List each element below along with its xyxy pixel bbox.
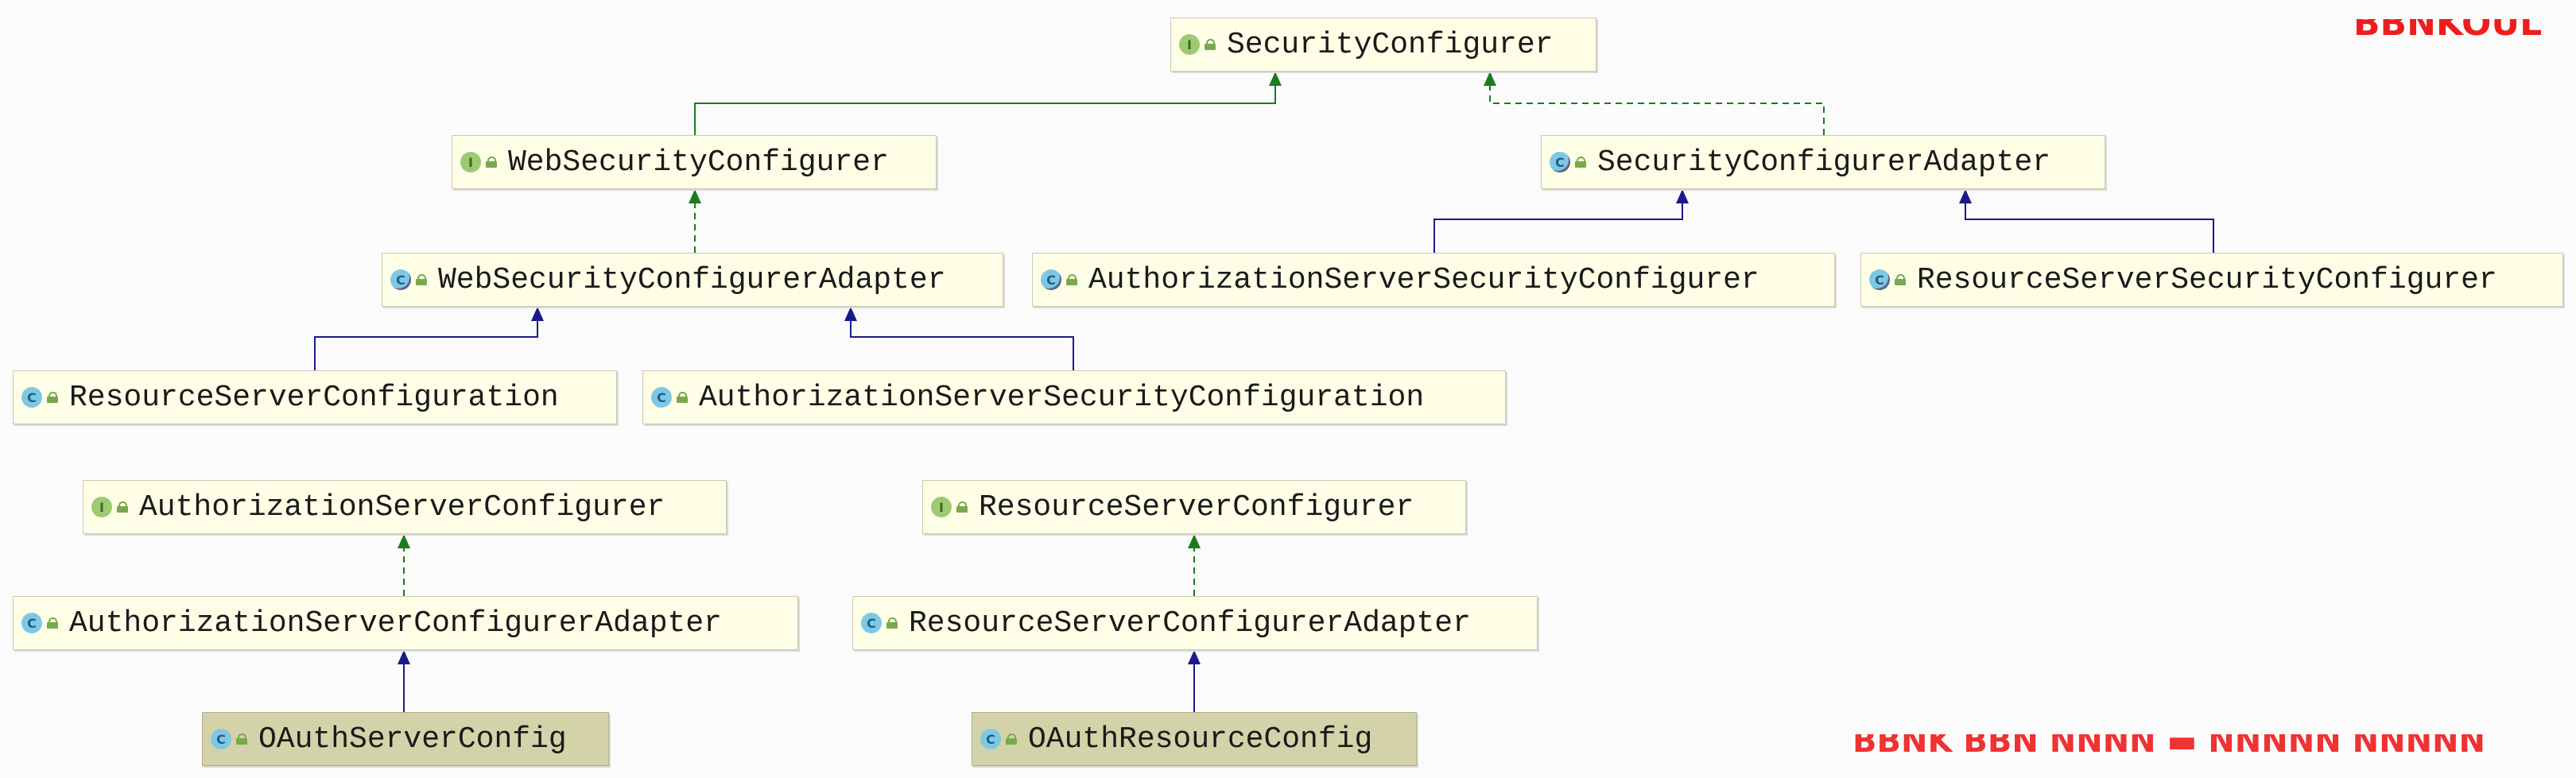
public-visibility-icon (117, 501, 128, 513)
node-label: WebSecurityConfigurer (508, 145, 889, 180)
node-authorization-server-security-configurer[interactable]: C AuthorizationServerSecurityConfigurer (1032, 253, 1835, 307)
node-label: AuthorizationServerSecurityConfigurer (1088, 262, 1759, 297)
node-label: SecurityConfigurerAdapter (1597, 145, 2051, 180)
abstract-class-icon: C (390, 269, 411, 290)
node-resource-server-configurer[interactable]: I ResourceServerConfigurer (922, 480, 1466, 534)
public-visibility-icon (1895, 274, 1906, 285)
public-visibility-icon (1575, 157, 1586, 168)
public-visibility-icon (486, 157, 497, 168)
node-label: OAuthResourceConfig (1028, 722, 1373, 757)
public-visibility-icon (47, 617, 58, 629)
public-visibility-icon (1066, 274, 1077, 285)
node-label: ResourceServerConfiguration (69, 380, 559, 415)
edge-arrowhead (398, 534, 410, 548)
node-oauth-resource-config[interactable]: C OAuthResourceConfig (972, 712, 1417, 766)
watermark-top-right: BBNKOUL (2353, 19, 2543, 43)
node-label: AuthorizationServerConfigurerAdapter (69, 606, 722, 641)
interface-icon: I (1179, 34, 1200, 55)
node-oauth-server-config[interactable]: C OAuthServerConfig (202, 712, 609, 766)
class-icon: C (211, 729, 231, 749)
public-visibility-icon (47, 392, 58, 403)
edge-arrowhead (1188, 534, 1201, 548)
edge-arrowhead (1676, 189, 1689, 203)
class-icon: C (980, 729, 1001, 749)
edge-implements (1489, 86, 1825, 135)
edge-arrowhead (1959, 189, 1972, 203)
public-visibility-icon (677, 392, 688, 403)
public-visibility-icon (956, 501, 968, 513)
edge-extends-interface (694, 86, 1276, 135)
node-label: WebSecurityConfigurerAdapter (438, 262, 946, 297)
edge-arrowhead (1269, 72, 1282, 86)
node-web-security-configurer[interactable]: I WebSecurityConfigurer (452, 135, 937, 189)
class-icon: C (21, 387, 42, 408)
node-resource-server-configurer-adapter[interactable]: C ResourceServerConfigurerAdapter (852, 596, 1538, 650)
node-label: ResourceServerConfigurerAdapter (909, 606, 1471, 641)
abstract-class-icon: C (1550, 152, 1570, 172)
edge-arrowhead (398, 650, 410, 664)
node-security-configurer[interactable]: I SecurityConfigurer (1170, 17, 1596, 72)
edge-arrowhead (689, 189, 701, 203)
node-security-configurer-adapter[interactable]: C SecurityConfigurerAdapter (1541, 135, 2105, 189)
public-visibility-icon (236, 733, 247, 745)
node-resource-server-security-configurer[interactable]: C ResourceServerSecurityConfigurer (1860, 253, 2563, 307)
interface-icon: I (460, 152, 481, 172)
node-authorization-server-configurer[interactable]: I AuthorizationServerConfigurer (83, 480, 727, 534)
watermark-bottom-right: BBNK BBN NNNN ▬ NNNNN NNNNN (1852, 734, 2485, 753)
node-label: OAuthServerConfig (258, 722, 567, 757)
edge-extends (1965, 203, 2214, 253)
node-label: AuthorizationServerSecurityConfiguration (699, 380, 1425, 415)
public-visibility-icon (1006, 733, 1017, 745)
edge-arrowhead (531, 307, 544, 321)
abstract-class-icon: C (1869, 269, 1890, 290)
node-label: SecurityConfigurer (1227, 27, 1554, 62)
edge-arrowhead (844, 307, 857, 321)
edge-extends (1433, 203, 1683, 253)
node-authorization-server-configurer-adapter[interactable]: C AuthorizationServerConfigurerAdapter (13, 596, 798, 650)
edge-extends (850, 321, 1074, 370)
public-visibility-icon (1205, 39, 1216, 50)
node-authorization-server-security-configuration[interactable]: C AuthorizationServerSecurityConfiguratio… (642, 370, 1506, 424)
interface-icon: I (91, 497, 112, 517)
public-visibility-icon (416, 274, 427, 285)
class-icon: C (21, 613, 42, 633)
edge-arrowhead (1484, 72, 1496, 86)
edge-extends (314, 321, 538, 370)
edge-arrowhead (1188, 650, 1201, 664)
interface-icon: I (931, 497, 952, 517)
node-web-security-configurer-adapter[interactable]: C WebSecurityConfigurerAdapter (382, 253, 1003, 307)
class-icon: C (651, 387, 672, 408)
node-resource-server-configuration[interactable]: C ResourceServerConfiguration (13, 370, 617, 424)
node-label: AuthorizationServerConfigurer (139, 490, 665, 524)
class-icon: C (861, 613, 882, 633)
node-label: ResourceServerSecurityConfigurer (1917, 262, 2497, 297)
public-visibility-icon (886, 617, 898, 629)
abstract-class-icon: C (1041, 269, 1061, 290)
node-label: ResourceServerConfigurer (979, 490, 1414, 524)
